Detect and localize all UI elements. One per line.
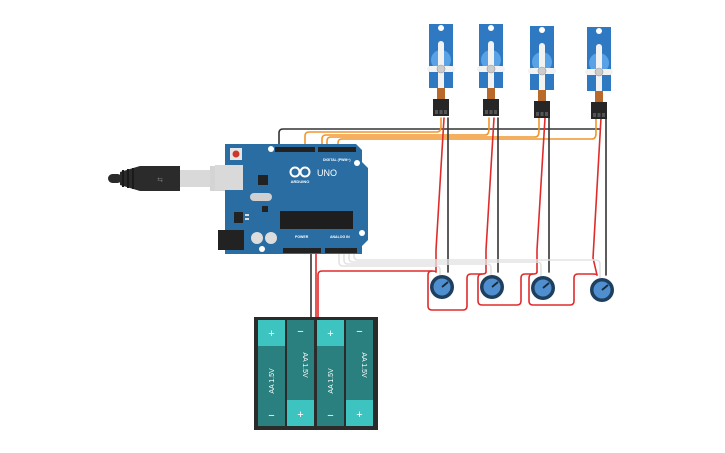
potentiometer[interactable] xyxy=(590,278,614,302)
atmega-chip xyxy=(280,211,353,229)
battery-cell-label: AA 1.5V xyxy=(328,368,335,394)
battery-cell: + − AA 1.5V xyxy=(287,320,314,426)
power-jack[interactable] xyxy=(218,230,244,250)
servo-motor[interactable] xyxy=(585,27,613,119)
potentiometer-group xyxy=(430,275,614,302)
battery-cell: + − AA 1.5V xyxy=(258,320,285,426)
analog-wire-a2[interactable] xyxy=(348,248,542,278)
power-wire-servo-1[interactable] xyxy=(435,117,445,273)
board-brand: ARDUINO xyxy=(291,179,310,184)
analog-wire-a1[interactable] xyxy=(343,248,492,278)
servo-motor[interactable] xyxy=(528,26,556,118)
power-wire-pot-3[interactable] xyxy=(528,273,598,306)
servo-group xyxy=(427,24,613,119)
power-wire-servo-3[interactable] xyxy=(536,117,546,273)
battery-cell: + − AA 1.5V xyxy=(346,320,373,426)
signal-wire-servo-4[interactable] xyxy=(337,117,597,151)
signal-wire-servo-3[interactable] xyxy=(326,117,540,151)
power-header-label: POWER xyxy=(295,235,309,239)
power-wire-servo-4[interactable] xyxy=(592,117,602,276)
plus-terminal-label: + xyxy=(327,328,333,340)
battery-cell-label: AA 1.5V xyxy=(360,352,367,378)
minus-terminal-label: − xyxy=(356,326,362,338)
power-wire-servo-2[interactable] xyxy=(485,117,495,273)
potentiometer[interactable] xyxy=(480,275,504,299)
digital-header-2[interactable] xyxy=(318,147,356,152)
usb-socket xyxy=(215,165,243,190)
potentiometer[interactable] xyxy=(430,275,454,299)
battery-cell-label: AA 1.5V xyxy=(301,352,308,378)
battery-cell: + − AA 1.5V xyxy=(317,320,344,426)
power-header[interactable] xyxy=(283,248,321,253)
usb-symbol-icon: ⇆ xyxy=(157,177,163,184)
battery-cell-label: AA 1.5V xyxy=(269,368,276,394)
signal-wire-servo-2[interactable] xyxy=(321,117,490,151)
battery-pack[interactable]: + − AA 1.5V + − AA 1.5V + − AA 1.5V + − AA 1.5V xyxy=(254,317,378,430)
ground-wire-servo-bus[interactable] xyxy=(278,128,601,151)
analog-wire-a3[interactable] xyxy=(353,248,601,279)
minus-terminal-label: − xyxy=(327,410,333,422)
minus-terminal-label: − xyxy=(268,410,274,422)
power-wire-pot-bus[interactable] xyxy=(317,270,437,319)
digital-header-1[interactable] xyxy=(275,147,315,152)
servo-motor[interactable] xyxy=(427,24,455,116)
plus-terminal-label: + xyxy=(356,409,362,421)
potentiometer[interactable] xyxy=(531,276,555,300)
minus-terminal-label: − xyxy=(297,326,303,338)
usb-cable[interactable]: ⇆ xyxy=(108,166,228,191)
analog-wire-a0[interactable] xyxy=(338,248,441,278)
analog-header[interactable] xyxy=(325,248,357,253)
wires xyxy=(278,117,607,319)
signal-wire-servo-1[interactable] xyxy=(304,117,442,151)
arduino-uno-board[interactable]: ARDUINO UNO DIGITAL (PWM~) POWER ANALOG … xyxy=(215,144,368,254)
servo-motor[interactable] xyxy=(477,24,505,116)
digital-header-label: DIGITAL (PWM~) xyxy=(323,158,351,162)
board-model: UNO xyxy=(317,168,337,178)
plus-terminal-label: + xyxy=(297,409,303,421)
arduino-logo-icon xyxy=(289,166,311,178)
analog-header-label: ANALOG IN xyxy=(330,235,350,239)
plus-terminal-label: + xyxy=(268,328,274,340)
